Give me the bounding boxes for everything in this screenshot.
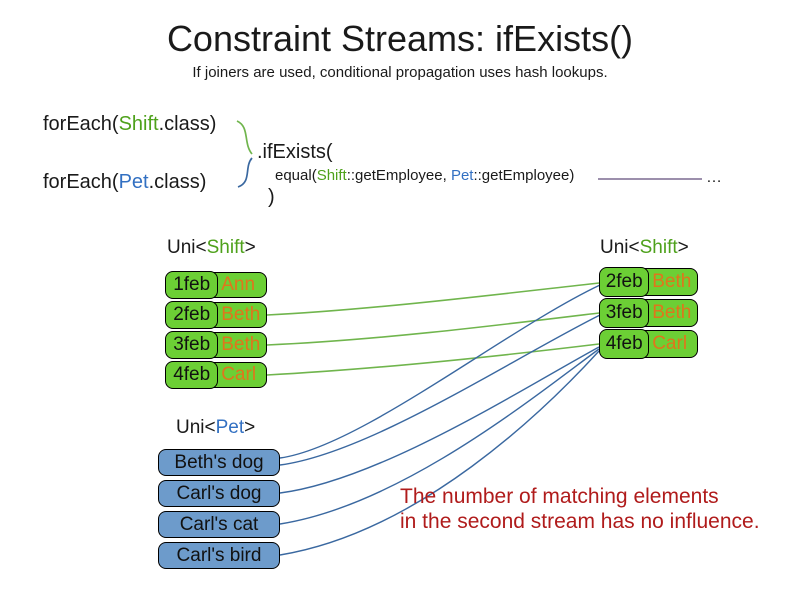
pet-table-label: Uni<Pet> <box>176 417 255 439</box>
code-pet-class: Pet <box>118 171 149 193</box>
shift-date-cell: 2feb <box>165 301 219 329</box>
shift-row-3feb-beth: 3feb Beth <box>599 298 698 328</box>
label-text: > <box>244 237 256 258</box>
note-line-1: The number of matching elements <box>400 485 719 508</box>
blue-connection-bethsdog-2feb <box>279 284 601 459</box>
shift-date-cell: 3feb <box>599 298 650 328</box>
label-text: Uni< <box>600 237 640 258</box>
blue-connection-bethsdog-3feb <box>279 314 601 466</box>
pet-table: Beth's dog Carl's dog Carl's cat Carl's … <box>158 449 280 573</box>
shift-employee-cell: Ann <box>221 274 256 295</box>
code-text: ::getEmployee) <box>473 167 575 184</box>
shift-row-2feb-beth: 2feb Beth <box>165 301 267 329</box>
label-text: Uni< <box>176 417 216 438</box>
brace-blue-curve <box>237 157 253 188</box>
code-pet-ref: Pet <box>450 167 474 184</box>
shift-row-1feb-ann: 1feb Ann <box>165 271 267 299</box>
shift-employee-cell: Beth <box>652 302 692 323</box>
blue-connection-carlsdog-4feb <box>279 346 600 494</box>
label-text: > <box>677 237 689 258</box>
shift-employee-cell: Beth <box>221 304 261 325</box>
pet-row-beths-dog: Beth's dog <box>158 449 280 476</box>
shift-date-cell: 2feb <box>599 267 650 297</box>
code-foreach-pet: forEach(Pet.class) <box>43 171 206 194</box>
code-text: equal( <box>275 167 317 184</box>
left-shift-table-label: Uni<Shift> <box>167 237 256 259</box>
shift-row-2feb-beth: 2feb Beth <box>599 267 698 297</box>
label-shift-type: Shift <box>639 237 678 258</box>
note-text: The number of matching elements in the s… <box>400 484 760 534</box>
code-text: .class) <box>148 171 207 193</box>
code-ifexists: .ifExists( <box>257 141 333 163</box>
shift-employee-cell: Carl <box>221 364 257 385</box>
shift-row-4feb-carl: 4feb Carl <box>165 361 267 389</box>
pet-row-carls-bird: Carl's bird <box>158 542 280 569</box>
green-connection-2feb <box>266 282 600 316</box>
code-equal-joiner: equal(Shift::getEmployee, Pet::getEmploy… <box>275 167 574 184</box>
note-line-2: in the second stream has no influence. <box>400 510 760 533</box>
pet-row-carls-cat: Carl's cat <box>158 511 280 538</box>
shift-row-3feb-beth: 3feb Beth <box>165 331 267 359</box>
green-connection-3feb <box>266 312 600 346</box>
code-foreach-shift: forEach(Shift.class) <box>43 113 216 136</box>
left-shift-table: 1feb Ann 2feb Beth 3feb Beth 4feb Carl <box>165 271 267 392</box>
code-text: forEach( <box>43 113 119 135</box>
brace-green-curve <box>236 120 253 155</box>
pet-row-carls-dog: Carl's dog <box>158 480 280 507</box>
shift-date-cell: 4feb <box>165 361 219 389</box>
code-text: ::getEmployee, <box>346 167 451 184</box>
label-text: > <box>244 417 256 438</box>
code-text: .class) <box>158 113 217 135</box>
code-ellipsis: … <box>706 169 724 186</box>
subtitle: If joiners are used, conditional propaga… <box>192 64 608 81</box>
shift-date-cell: 3feb <box>165 331 219 359</box>
code-shift-ref: Shift <box>316 167 347 184</box>
label-shift-type: Shift <box>206 237 245 258</box>
right-shift-table: 2feb Beth 3feb Beth 4feb Carl <box>599 267 698 361</box>
right-shift-table-label: Uni<Shift> <box>600 237 689 259</box>
label-pet-type: Pet <box>215 417 245 438</box>
code-close-paren: ) <box>268 186 275 208</box>
shift-date-cell: 1feb <box>165 271 219 299</box>
shift-employee-cell: Beth <box>221 334 261 355</box>
code-text: forEach( <box>43 171 119 193</box>
label-text: Uni< <box>167 237 207 258</box>
shift-row-4feb-carl: 4feb Carl <box>599 329 698 359</box>
shift-employee-cell: Carl <box>652 333 688 354</box>
shift-date-cell: 4feb <box>599 329 650 359</box>
page-title: Constraint Streams: ifExists() <box>166 18 634 59</box>
shift-employee-cell: Beth <box>652 271 692 292</box>
green-connection-4feb <box>266 343 600 376</box>
code-shift-class: Shift <box>118 113 159 135</box>
